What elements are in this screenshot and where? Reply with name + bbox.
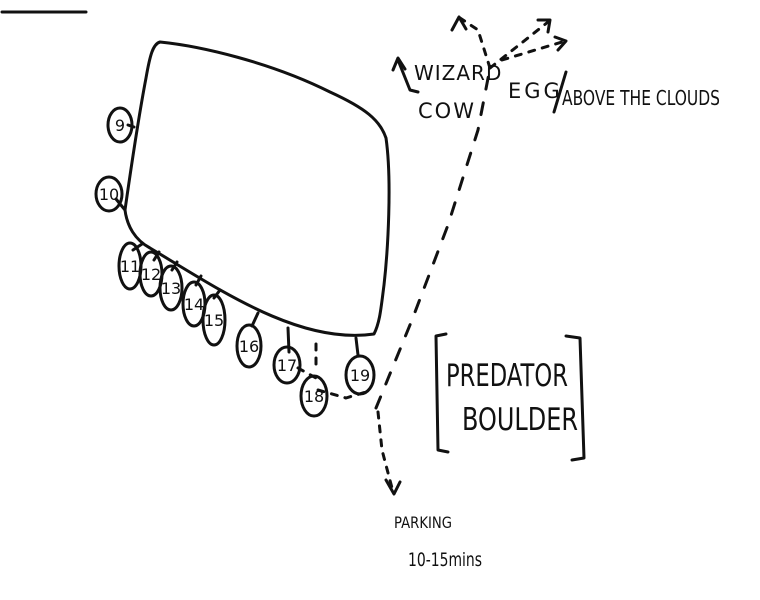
path-to-egg xyxy=(488,20,550,70)
approach-path xyxy=(374,66,492,410)
wizard-cow-pointer xyxy=(396,58,420,94)
path-to-parking xyxy=(376,410,394,490)
problem-9-number: 9 xyxy=(115,116,125,135)
left-bracket xyxy=(434,332,450,454)
problem-18-number: 18 xyxy=(304,387,324,406)
problem-11-number: 11 xyxy=(120,257,140,276)
label-egg: EGG xyxy=(508,79,563,103)
main-boulder-outline xyxy=(123,40,391,337)
problem-12-number: 12 xyxy=(141,265,161,284)
problem-13-number: 13 xyxy=(161,279,181,298)
path-to-above-the-clouds xyxy=(500,40,564,62)
problem-18: 18 xyxy=(299,374,329,418)
problem-9: 9 xyxy=(106,106,134,144)
label-parking: PARKING xyxy=(394,513,452,532)
arrow-head-above-clouds xyxy=(553,35,568,52)
problem-13: 13 xyxy=(158,264,184,312)
arrow-head-north xyxy=(450,15,468,32)
egg-divider xyxy=(552,70,568,114)
problem-11: 11 xyxy=(117,241,143,291)
problem-10-number: 10 xyxy=(99,185,119,204)
problem-19-number: 19 xyxy=(350,366,370,385)
problem-19: 19 xyxy=(344,354,376,396)
problem-14-number: 14 xyxy=(184,295,204,314)
label-wizard: WIZARD xyxy=(414,61,502,85)
arrow-head-egg xyxy=(536,18,552,34)
label-cow: COW xyxy=(418,99,476,123)
wizard-cow-pointer-head xyxy=(391,56,407,72)
path-to-wizard-cow xyxy=(458,16,492,70)
problem-15-number: 15 xyxy=(204,311,224,330)
problem-16: 16 xyxy=(235,323,263,369)
problem-markers: 9 10 11 12 13 14 15 16 xyxy=(94,106,376,418)
problem-15: 15 xyxy=(201,293,227,347)
label-walk-time: 10-15mins xyxy=(408,549,482,571)
problem-17: 17 xyxy=(272,345,302,385)
problem-17-number: 17 xyxy=(277,356,297,375)
parking-arrow-head xyxy=(384,478,402,496)
problem-10: 10 xyxy=(94,175,124,213)
label-boulder: BOULDER xyxy=(462,402,578,438)
problem-16-number: 16 xyxy=(239,337,259,356)
right-bracket xyxy=(564,334,586,462)
label-above-the-clouds: ABOVE THE CLOUDS xyxy=(562,86,720,110)
label-predator: PREDATOR xyxy=(446,358,568,394)
